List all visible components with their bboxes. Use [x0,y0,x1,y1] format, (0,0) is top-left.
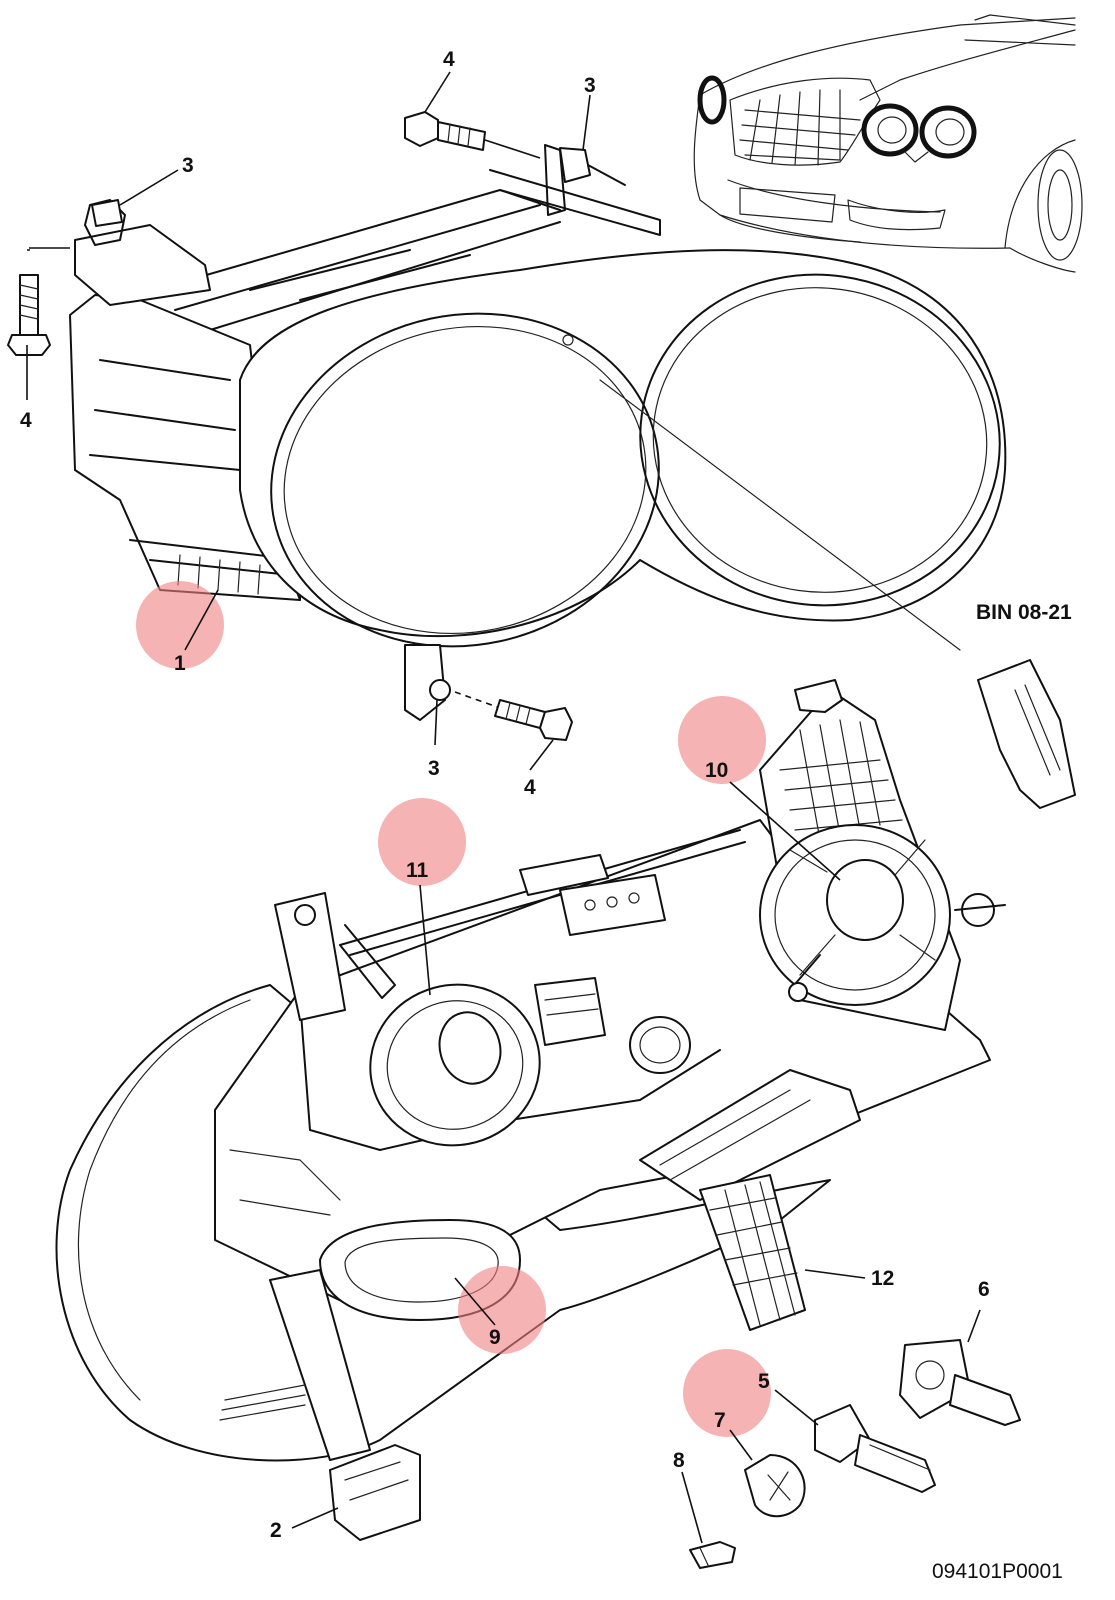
callout-7[interactable]: 7 [714,1409,726,1432]
bin-reference-label: BIN 08-21 [976,601,1072,624]
mesh-grid-upper [779,719,903,841]
grille-mesh [739,89,861,166]
callout-9[interactable]: 9 [489,1326,501,1349]
highlight-10 [678,696,766,784]
bolt-bottom [494,699,573,741]
leader-lines [26,71,981,1544]
callout-3-upper-left[interactable]: 3 [182,154,194,177]
callout-3-upper-right[interactable]: 3 [584,74,596,97]
highlight-9 [458,1266,546,1354]
bolt-top [404,111,541,159]
highlight-markers [136,581,771,1437]
callout-2[interactable]: 2 [270,1519,282,1542]
callout-labels: 1 2 3 3 3 4 4 4 5 6 7 8 9 10 11 12 [20,48,990,1542]
callout-10[interactable]: 10 [705,759,728,782]
callout-12[interactable]: 12 [871,1267,894,1290]
bolt-left [7,274,51,356]
bracket-part-2 [329,1444,421,1541]
drawing-code-label: 094101P0001 [932,1560,1063,1583]
bulb-5 [814,1404,936,1493]
bulb-8 [689,1541,736,1569]
headlamp-assembly-upper [7,111,1007,741]
headlamp-rear-view [55,679,1006,1462]
callout-1[interactable]: 1 [174,652,186,675]
mesh-grid-lower [709,1181,798,1326]
car-front-illustration [693,14,1083,273]
bulb-6 [899,1339,1021,1426]
highlight-11 [378,798,466,886]
callout-3-lower[interactable]: 3 [428,757,440,780]
bulb-7 [744,1454,806,1518]
callout-11[interactable]: 11 [406,859,429,882]
callout-6[interactable]: 6 [978,1278,990,1301]
vent-fins-rear [219,1384,306,1421]
callout-4-left[interactable]: 4 [20,409,32,432]
callout-5[interactable]: 5 [758,1370,770,1393]
vent-fins-lower [177,554,261,595]
highlight-5-7 [683,1349,771,1437]
bin-corner-part [977,659,1076,809]
callout-4-top[interactable]: 4 [443,48,455,71]
highlight-1 [136,581,224,669]
callout-4-bottom[interactable]: 4 [524,776,536,799]
callout-8[interactable]: 8 [673,1449,685,1472]
